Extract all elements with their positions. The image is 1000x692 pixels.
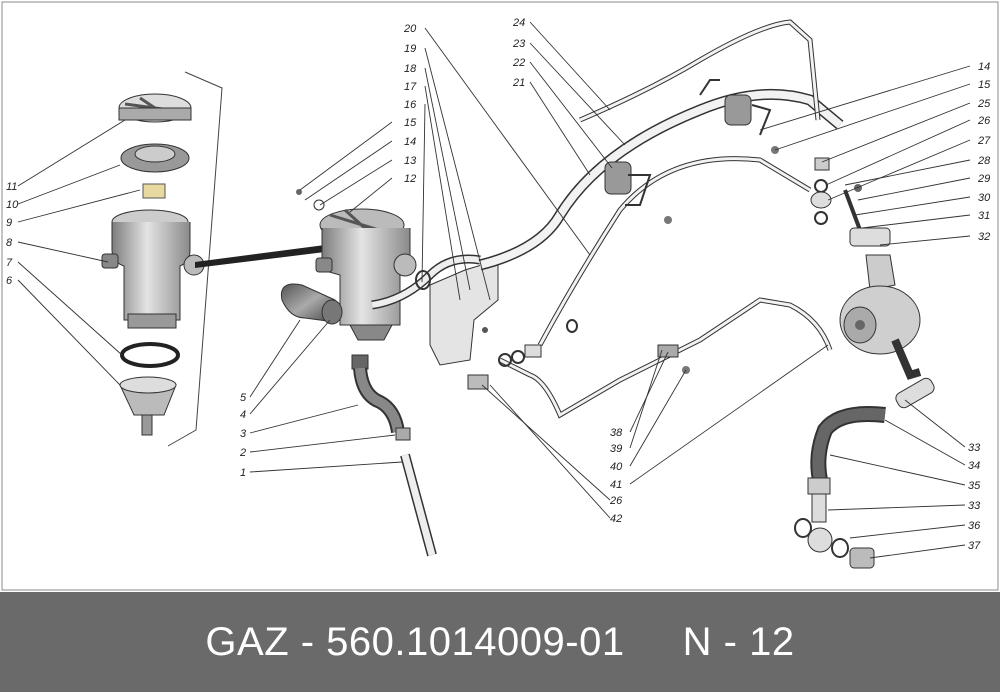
- filter-bowl-rim: [119, 376, 177, 394]
- callout-38: 38: [610, 427, 623, 439]
- pump-group: [839, 254, 922, 380]
- callout-42: 42: [610, 513, 622, 525]
- callout-7: 7: [6, 257, 13, 269]
- filter-cap-rim: [118, 107, 192, 121]
- pipe-group: [478, 19, 844, 419]
- callout-15-left: 15: [404, 117, 417, 129]
- callout-4: 4: [240, 409, 246, 421]
- filter-exploded-group: [101, 93, 205, 436]
- callout-11: 11: [6, 181, 17, 193]
- callout-40: 40: [610, 461, 623, 473]
- callout-24: 24: [512, 17, 525, 29]
- callout-36: 36: [968, 520, 981, 532]
- callout-21: 21: [512, 77, 525, 89]
- filter-element: [142, 183, 166, 199]
- leader-lines: [17, 21, 971, 559]
- diagram-frame: [1, 1, 999, 591]
- assembly-pointer: [195, 245, 325, 268]
- callout-31: 31: [978, 210, 990, 222]
- callout-29: 29: [977, 173, 990, 185]
- callout-39: 39: [610, 443, 622, 455]
- callout-25: 25: [977, 98, 991, 110]
- callout-9: 9: [6, 217, 12, 229]
- caption-bar: GAZ - 560.1014009-01 N - 12: [0, 592, 1000, 692]
- right-hose-group: [794, 377, 935, 569]
- callout-22: 22: [512, 57, 525, 69]
- callout-30: 30: [978, 192, 991, 204]
- callout-8: 8: [6, 237, 13, 249]
- filter-housing-base: [127, 313, 177, 329]
- part-number-caption: GAZ - 560.1014009-01: [205, 619, 625, 664]
- filter-bowl-drain: [141, 414, 153, 436]
- callout-14-left: 14: [404, 136, 416, 148]
- callout-28: 28: [977, 155, 991, 167]
- callout-2: 2: [239, 447, 246, 459]
- callout-19: 19: [404, 43, 416, 55]
- callout-17: 17: [404, 81, 417, 93]
- callout-33-upper: 33: [968, 442, 981, 454]
- parts-diagram: 11 10 9 8 7 6 5 4 3 2 1 15 14 13 12 16 1…: [1, 1, 999, 591]
- callout-37: 37: [968, 540, 981, 552]
- lower-hose-group: [351, 354, 437, 557]
- callout-15-right: 15: [978, 79, 991, 91]
- callout-34: 34: [968, 460, 980, 472]
- filter-assembled-group: [280, 189, 481, 341]
- callout-35: 35: [968, 480, 981, 492]
- callout-41: 41: [610, 479, 622, 491]
- o-ring: [120, 342, 180, 368]
- mounting-bracket: [429, 259, 499, 366]
- callout-26-bottom: 26: [609, 495, 623, 507]
- callout-13: 13: [404, 155, 417, 167]
- callout-27: 27: [977, 135, 991, 147]
- callout-33-lower: 33: [968, 500, 981, 512]
- clamp-group: [604, 79, 772, 358]
- callout-16: 16: [404, 99, 417, 111]
- callout-26-right: 26: [977, 115, 991, 127]
- callout-14-right: 14: [978, 61, 990, 73]
- filter-housing-body: [111, 222, 191, 321]
- callout-10: 10: [6, 199, 19, 211]
- callout-32: 32: [978, 231, 990, 243]
- callout-18: 18: [404, 63, 417, 75]
- callout-labels: 11 10 9 8 7 6 5 4 3 2 1 15 14 13 12 16 1…: [6, 17, 991, 552]
- callout-23: 23: [512, 38, 526, 50]
- caption-gap: [625, 620, 683, 665]
- callout-3: 3: [240, 428, 247, 440]
- callout-20: 20: [403, 23, 417, 35]
- filter-cover-inner: [134, 145, 176, 163]
- callout-1: 1: [240, 467, 246, 479]
- callout-5: 5: [240, 392, 247, 404]
- page-ref-caption: N - 12: [682, 619, 795, 664]
- callout-12: 12: [404, 173, 416, 185]
- bracket-line: [167, 71, 223, 447]
- callout-6: 6: [6, 275, 13, 287]
